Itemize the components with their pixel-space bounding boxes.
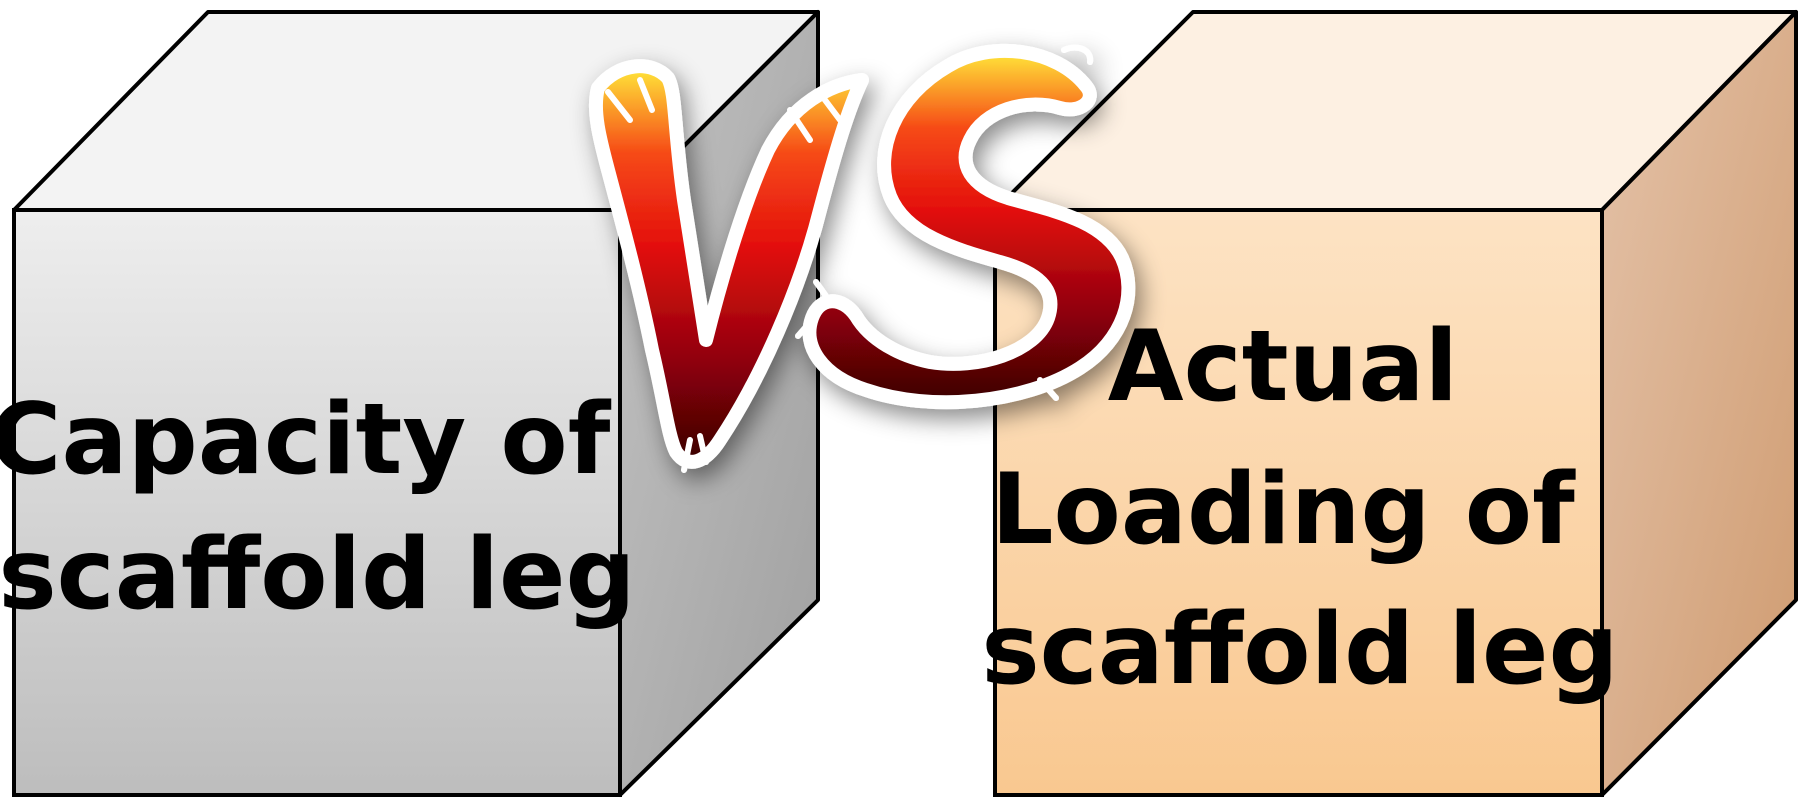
right-cube: Actual Loading of scaffold leg [981, 10, 1798, 797]
versus-emblem [588, 43, 1136, 473]
left-label-line-1: Capacity of [0, 383, 612, 497]
versus-letter-s [795, 43, 1136, 410]
right-label-line-1: Actual [1108, 310, 1458, 424]
left-cube-front-face [12, 208, 622, 797]
left-cube-label: Capacity of scaffold leg [0, 383, 644, 632]
versus-text: VS [879, 249, 881, 251]
versus-letter-v [588, 59, 869, 473]
right-label-line-3: scaffold leg [981, 593, 1618, 707]
left-label-line-2: scaffold leg [0, 518, 636, 632]
right-label-line-2: Loading of [991, 453, 1576, 567]
right-cube-label: Actual Loading of scaffold leg [981, 310, 1618, 707]
